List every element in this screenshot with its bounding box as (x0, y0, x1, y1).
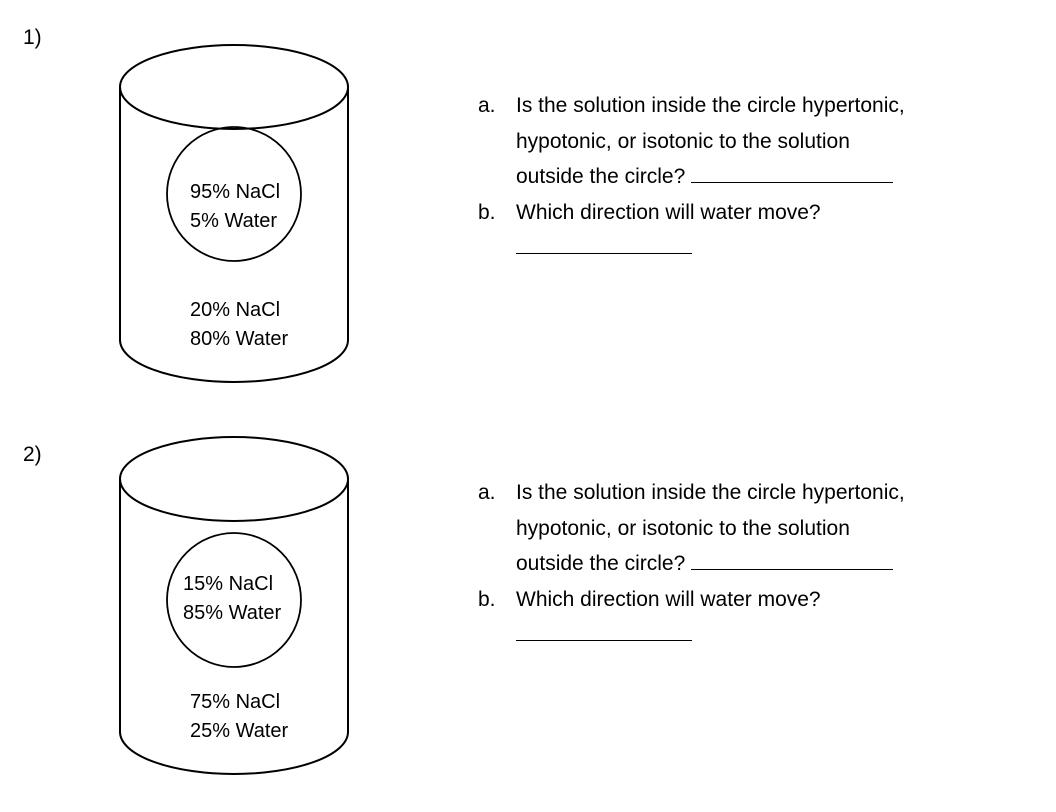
question-marker: a. (478, 94, 496, 117)
answer-blank[interactable] (691, 549, 894, 570)
question-marker: a. (478, 481, 496, 504)
question-text: Which direction will water move? (516, 587, 821, 611)
inside-water: 5% Water (190, 210, 278, 232)
question-b: b. Which direction will water move? (478, 582, 998, 653)
question-text: hypotonic, or isotonic to the solution (516, 129, 850, 153)
beaker-diagram: 15% NaCl 85% Water 75% NaCl 25% Water (118, 436, 352, 775)
question-marker: b. (478, 587, 496, 611)
question-text: outside the circle? (516, 552, 686, 575)
outside-water: 25% Water (190, 720, 289, 742)
inside-nacl: 15% NaCl (183, 573, 274, 595)
outside-solution-label: 75% NaCl 25% Water (190, 688, 288, 746)
answer-blank[interactable] (516, 620, 692, 641)
question-a: a. Is the solution inside the circle hyp… (478, 475, 998, 582)
inside-water: 85% Water (183, 602, 282, 624)
outside-nacl: 75% NaCl (190, 691, 281, 713)
inside-nacl: 95% NaCl (190, 181, 281, 203)
outside-solution-label: 20% NaCl 80% Water (190, 296, 288, 354)
inside-solution-label: 15% NaCl 85% Water (183, 570, 281, 628)
problem-number: 2) (23, 443, 42, 466)
problem-number: 1) (23, 26, 42, 49)
question-text: outside the circle? (516, 165, 686, 188)
question-a: a. Is the solution inside the circle hyp… (478, 88, 998, 195)
question-list: a. Is the solution inside the circle hyp… (478, 475, 998, 653)
cylinder-icon (119, 44, 349, 383)
answer-blank[interactable] (516, 233, 692, 254)
outside-water: 80% Water (190, 328, 289, 350)
question-text: hypotonic, or isotonic to the solution (516, 516, 850, 540)
inside-solution-label: 95% NaCl 5% Water (190, 178, 280, 236)
outside-nacl: 20% NaCl (190, 299, 281, 321)
question-b: b. Which direction will water move? (478, 195, 998, 266)
answer-blank[interactable] (691, 162, 894, 183)
question-text: Is the solution inside the circle hypert… (516, 94, 905, 117)
question-marker: b. (478, 200, 496, 224)
question-text: Which direction will water move? (516, 200, 821, 224)
cylinder-icon (119, 436, 349, 775)
question-text: Is the solution inside the circle hypert… (516, 481, 905, 504)
beaker-diagram: 95% NaCl 5% Water 20% NaCl 80% Water (118, 44, 352, 383)
question-list: a. Is the solution inside the circle hyp… (478, 88, 998, 266)
